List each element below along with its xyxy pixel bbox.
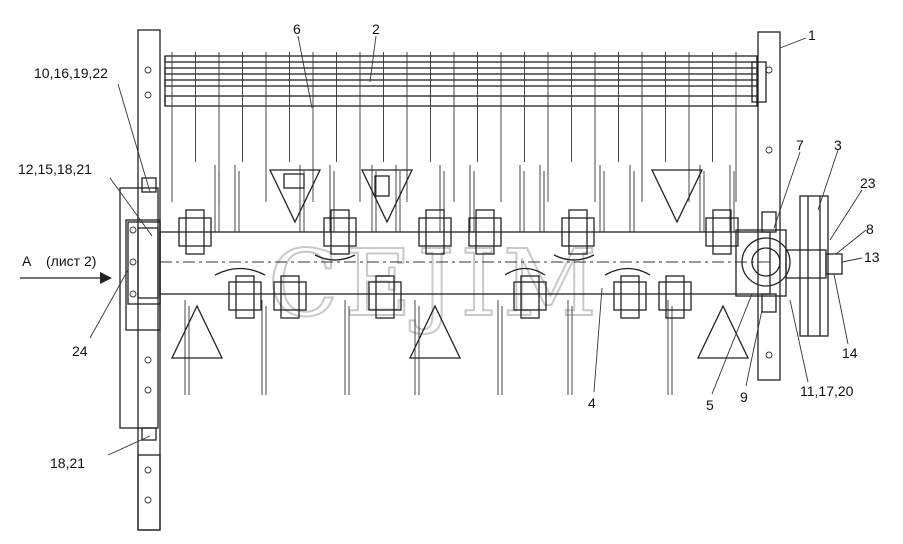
hub-core [620, 275, 640, 319]
label-11-17-20: 11,17,20 [800, 383, 854, 399]
hub-lower [273, 281, 307, 311]
hub-core [712, 209, 732, 255]
hub-core [520, 275, 540, 319]
hub-core [330, 209, 350, 255]
label-18-21: 18,21 [50, 455, 85, 471]
hub-core [375, 275, 395, 319]
label-6: 6 [293, 21, 301, 37]
label-5: 5 [706, 397, 714, 413]
label-1: 1 [808, 27, 816, 43]
label-13: 13 [864, 249, 880, 265]
callout-labels: 1 2 6 10,16,19,22 12,15,18,21 7 3 23 8 1… [18, 21, 880, 471]
label-3: 3 [834, 137, 842, 153]
label-12-15-18-21: 12,15,18,21 [18, 161, 92, 177]
right-frame-plate [751, 31, 781, 381]
hub-core [280, 275, 300, 319]
hub-core [185, 209, 205, 255]
hub-core [568, 209, 588, 255]
right-drive [735, 195, 843, 337]
label-view-a: А [22, 253, 32, 269]
leader-lines [20, 35, 867, 456]
hub-core [665, 275, 685, 319]
hub-upper [418, 217, 452, 247]
rotor-tines [184, 165, 735, 395]
hub-lower [368, 281, 402, 311]
comb-guard [164, 55, 758, 107]
tine-arcs [214, 254, 651, 276]
label-24: 24 [72, 343, 88, 359]
hub-core [235, 275, 255, 319]
hub-upper [705, 217, 739, 247]
hub-upper [468, 217, 502, 247]
label-8: 8 [866, 221, 874, 237]
label-2: 2 [372, 21, 380, 37]
left-frame-plate [119, 29, 161, 531]
hub-upper [561, 217, 595, 247]
hub-core [425, 209, 445, 255]
hub-upper [178, 217, 212, 247]
hub-lower [228, 281, 262, 311]
label-4: 4 [588, 395, 596, 411]
watermark: CEJIM [268, 230, 603, 337]
label-23: 23 [860, 175, 876, 191]
label-10-16-19-22: 10,16,19,22 [34, 65, 108, 81]
label-9: 9 [740, 389, 748, 405]
label-14: 14 [842, 345, 858, 361]
label-7: 7 [796, 137, 804, 153]
hub-upper [323, 217, 357, 247]
upper-deflectors [268, 169, 704, 224]
hub-lower [658, 281, 692, 311]
hub-lower [513, 281, 547, 311]
tine-hubs [178, 209, 739, 319]
comb-teeth [171, 52, 737, 202]
hub-core [475, 209, 495, 255]
label-view-ref: (лист 2) [46, 253, 96, 269]
left-bearing [127, 221, 161, 305]
lower-deflectors [170, 304, 750, 359]
hub-lower [613, 281, 647, 311]
